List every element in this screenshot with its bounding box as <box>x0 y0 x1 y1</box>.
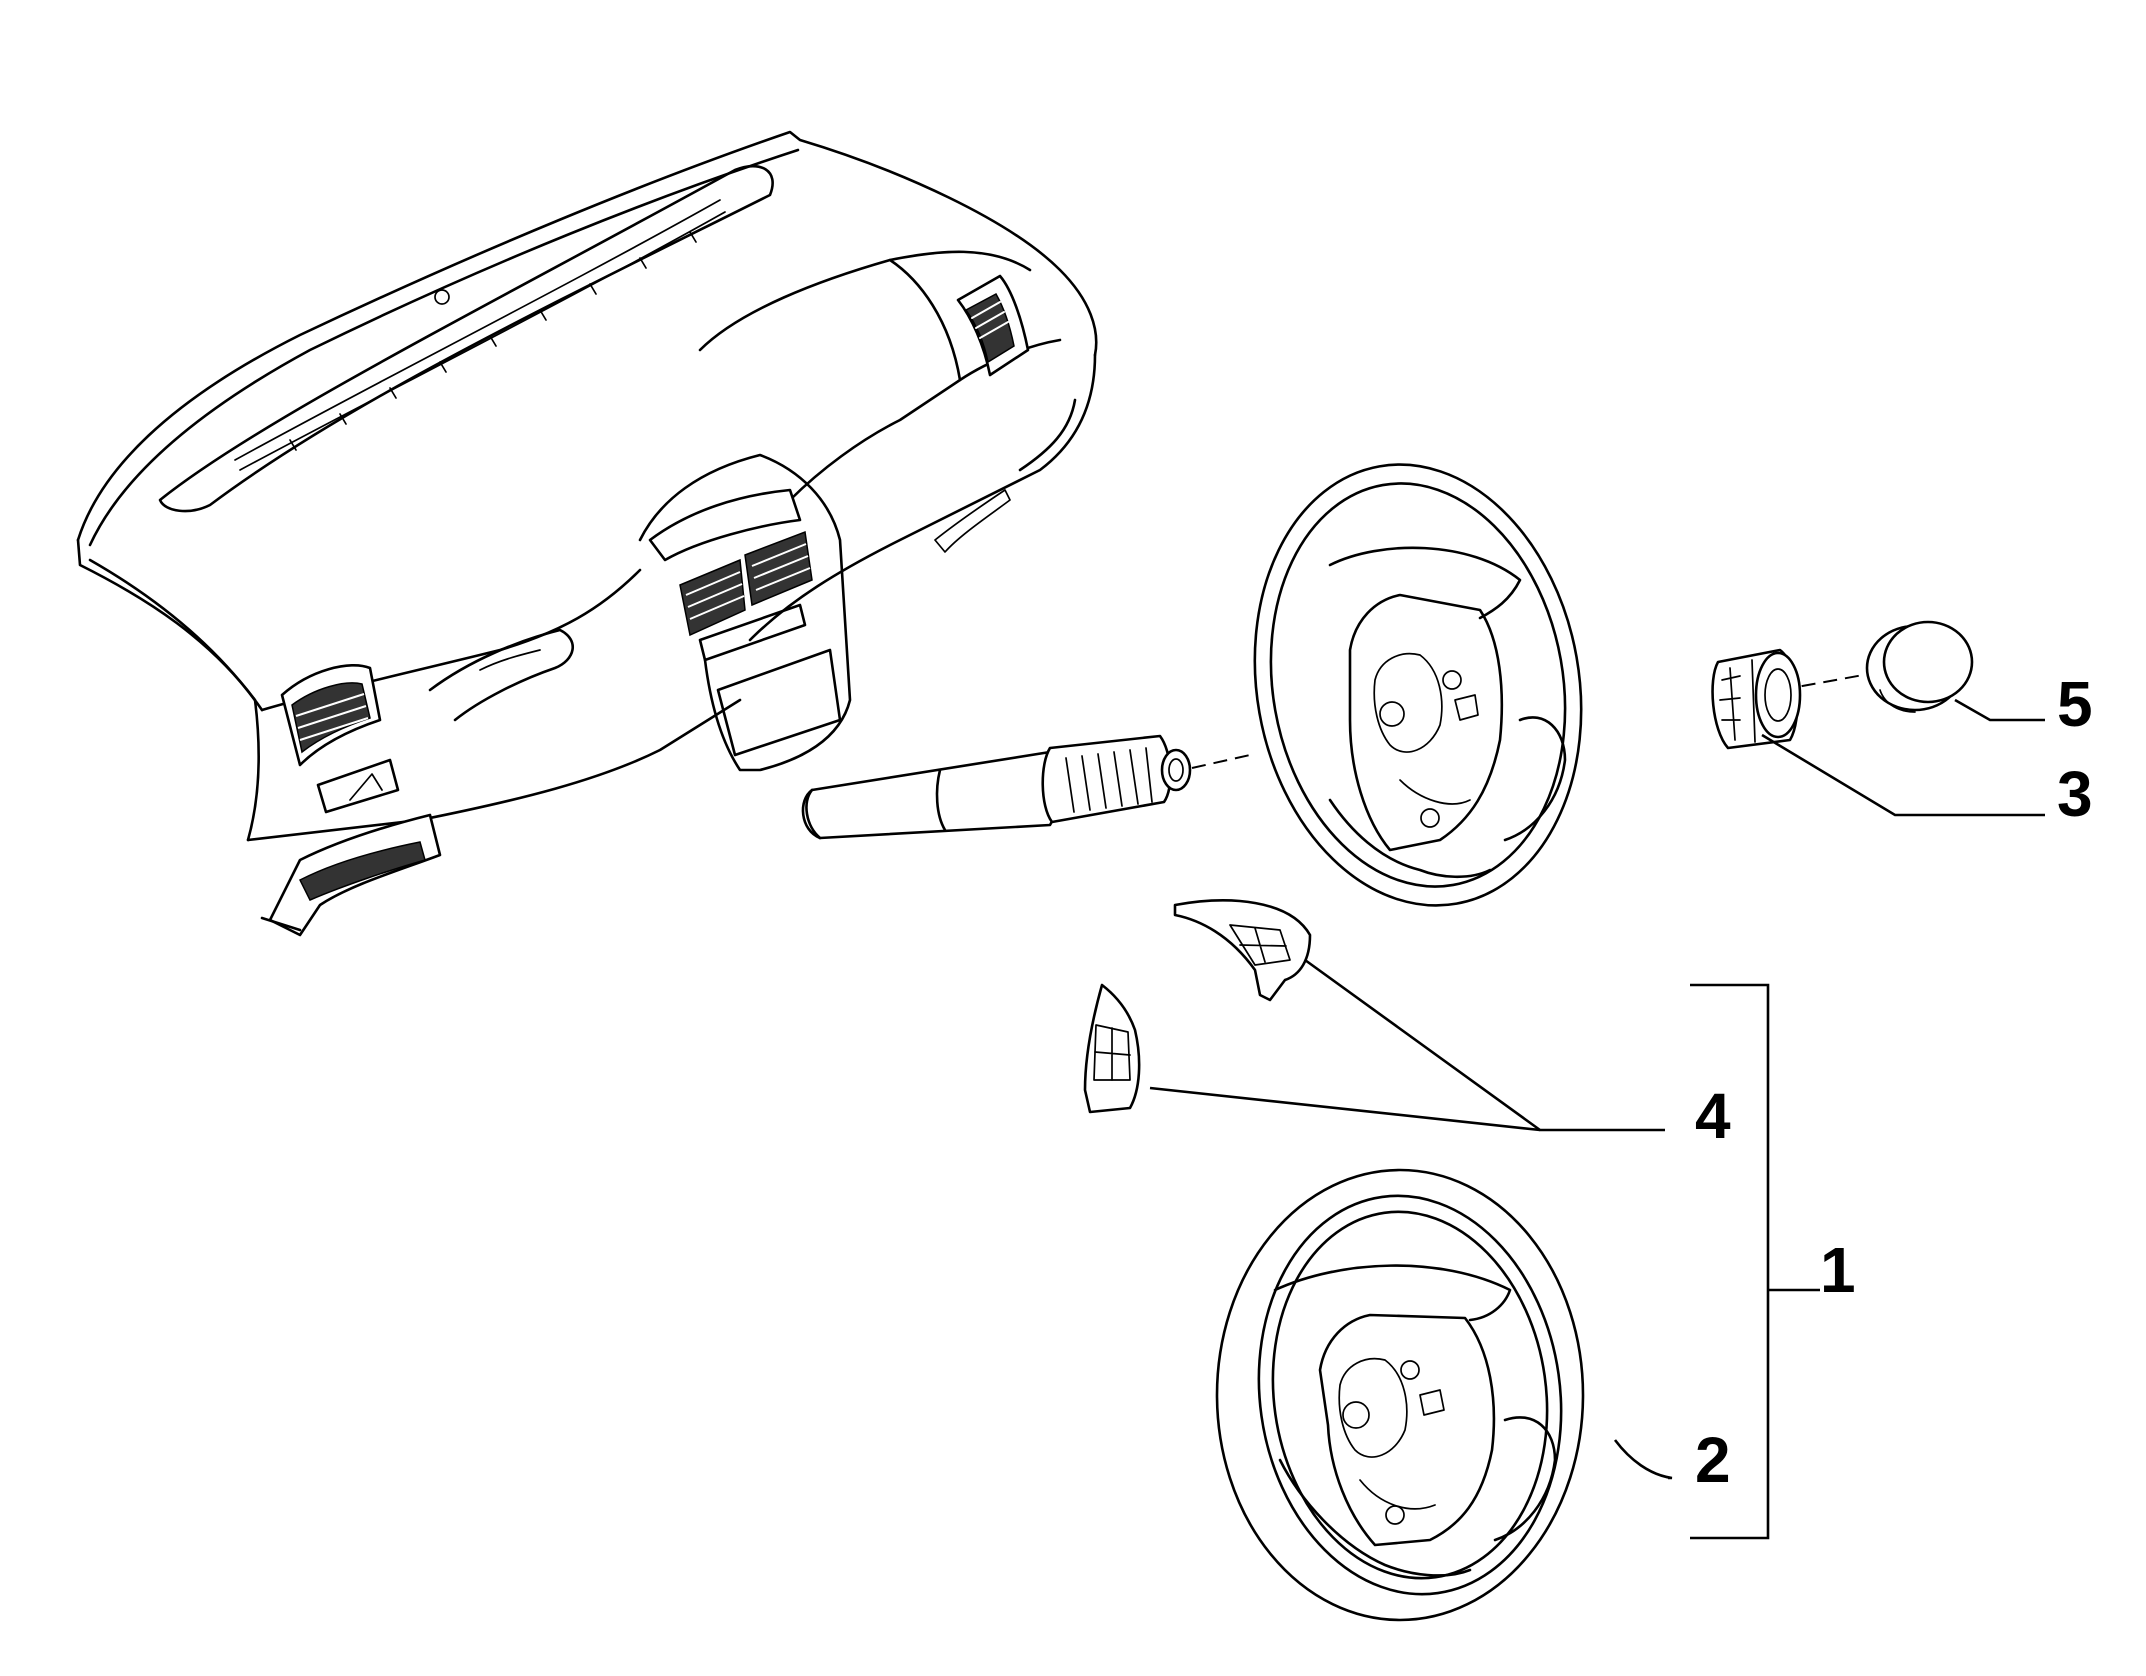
hub-adapter-part <box>1711 648 1802 750</box>
leader-lines <box>1149 698 2045 1540</box>
column-splines <box>1065 747 1153 813</box>
dashboard-illustration <box>76 130 1098 937</box>
column-axis-line <box>1191 754 1251 769</box>
spoke-trim-lower <box>1083 983 1141 1114</box>
horn-cap-part <box>1865 620 1974 713</box>
spoke-trim-upper <box>1173 899 1312 1002</box>
callout-3: 3 <box>2057 758 2093 830</box>
lower-steering-wheel <box>1215 1168 1585 1622</box>
upper-steering-wheel <box>1253 463 1583 907</box>
callout-2: 2 <box>1695 1424 1731 1496</box>
callout-1: 1 <box>1820 1234 1856 1306</box>
callout-5: 5 <box>2057 668 2093 740</box>
hub-axis-line <box>1779 671 1881 691</box>
callout-4: 4 <box>1695 1080 1731 1152</box>
left-vent-louvers <box>295 693 369 741</box>
right-vent-louvers <box>971 301 1009 339</box>
defroster-grille <box>289 231 697 451</box>
center-vent-louvers <box>685 543 811 620</box>
steering-column <box>801 734 1192 840</box>
